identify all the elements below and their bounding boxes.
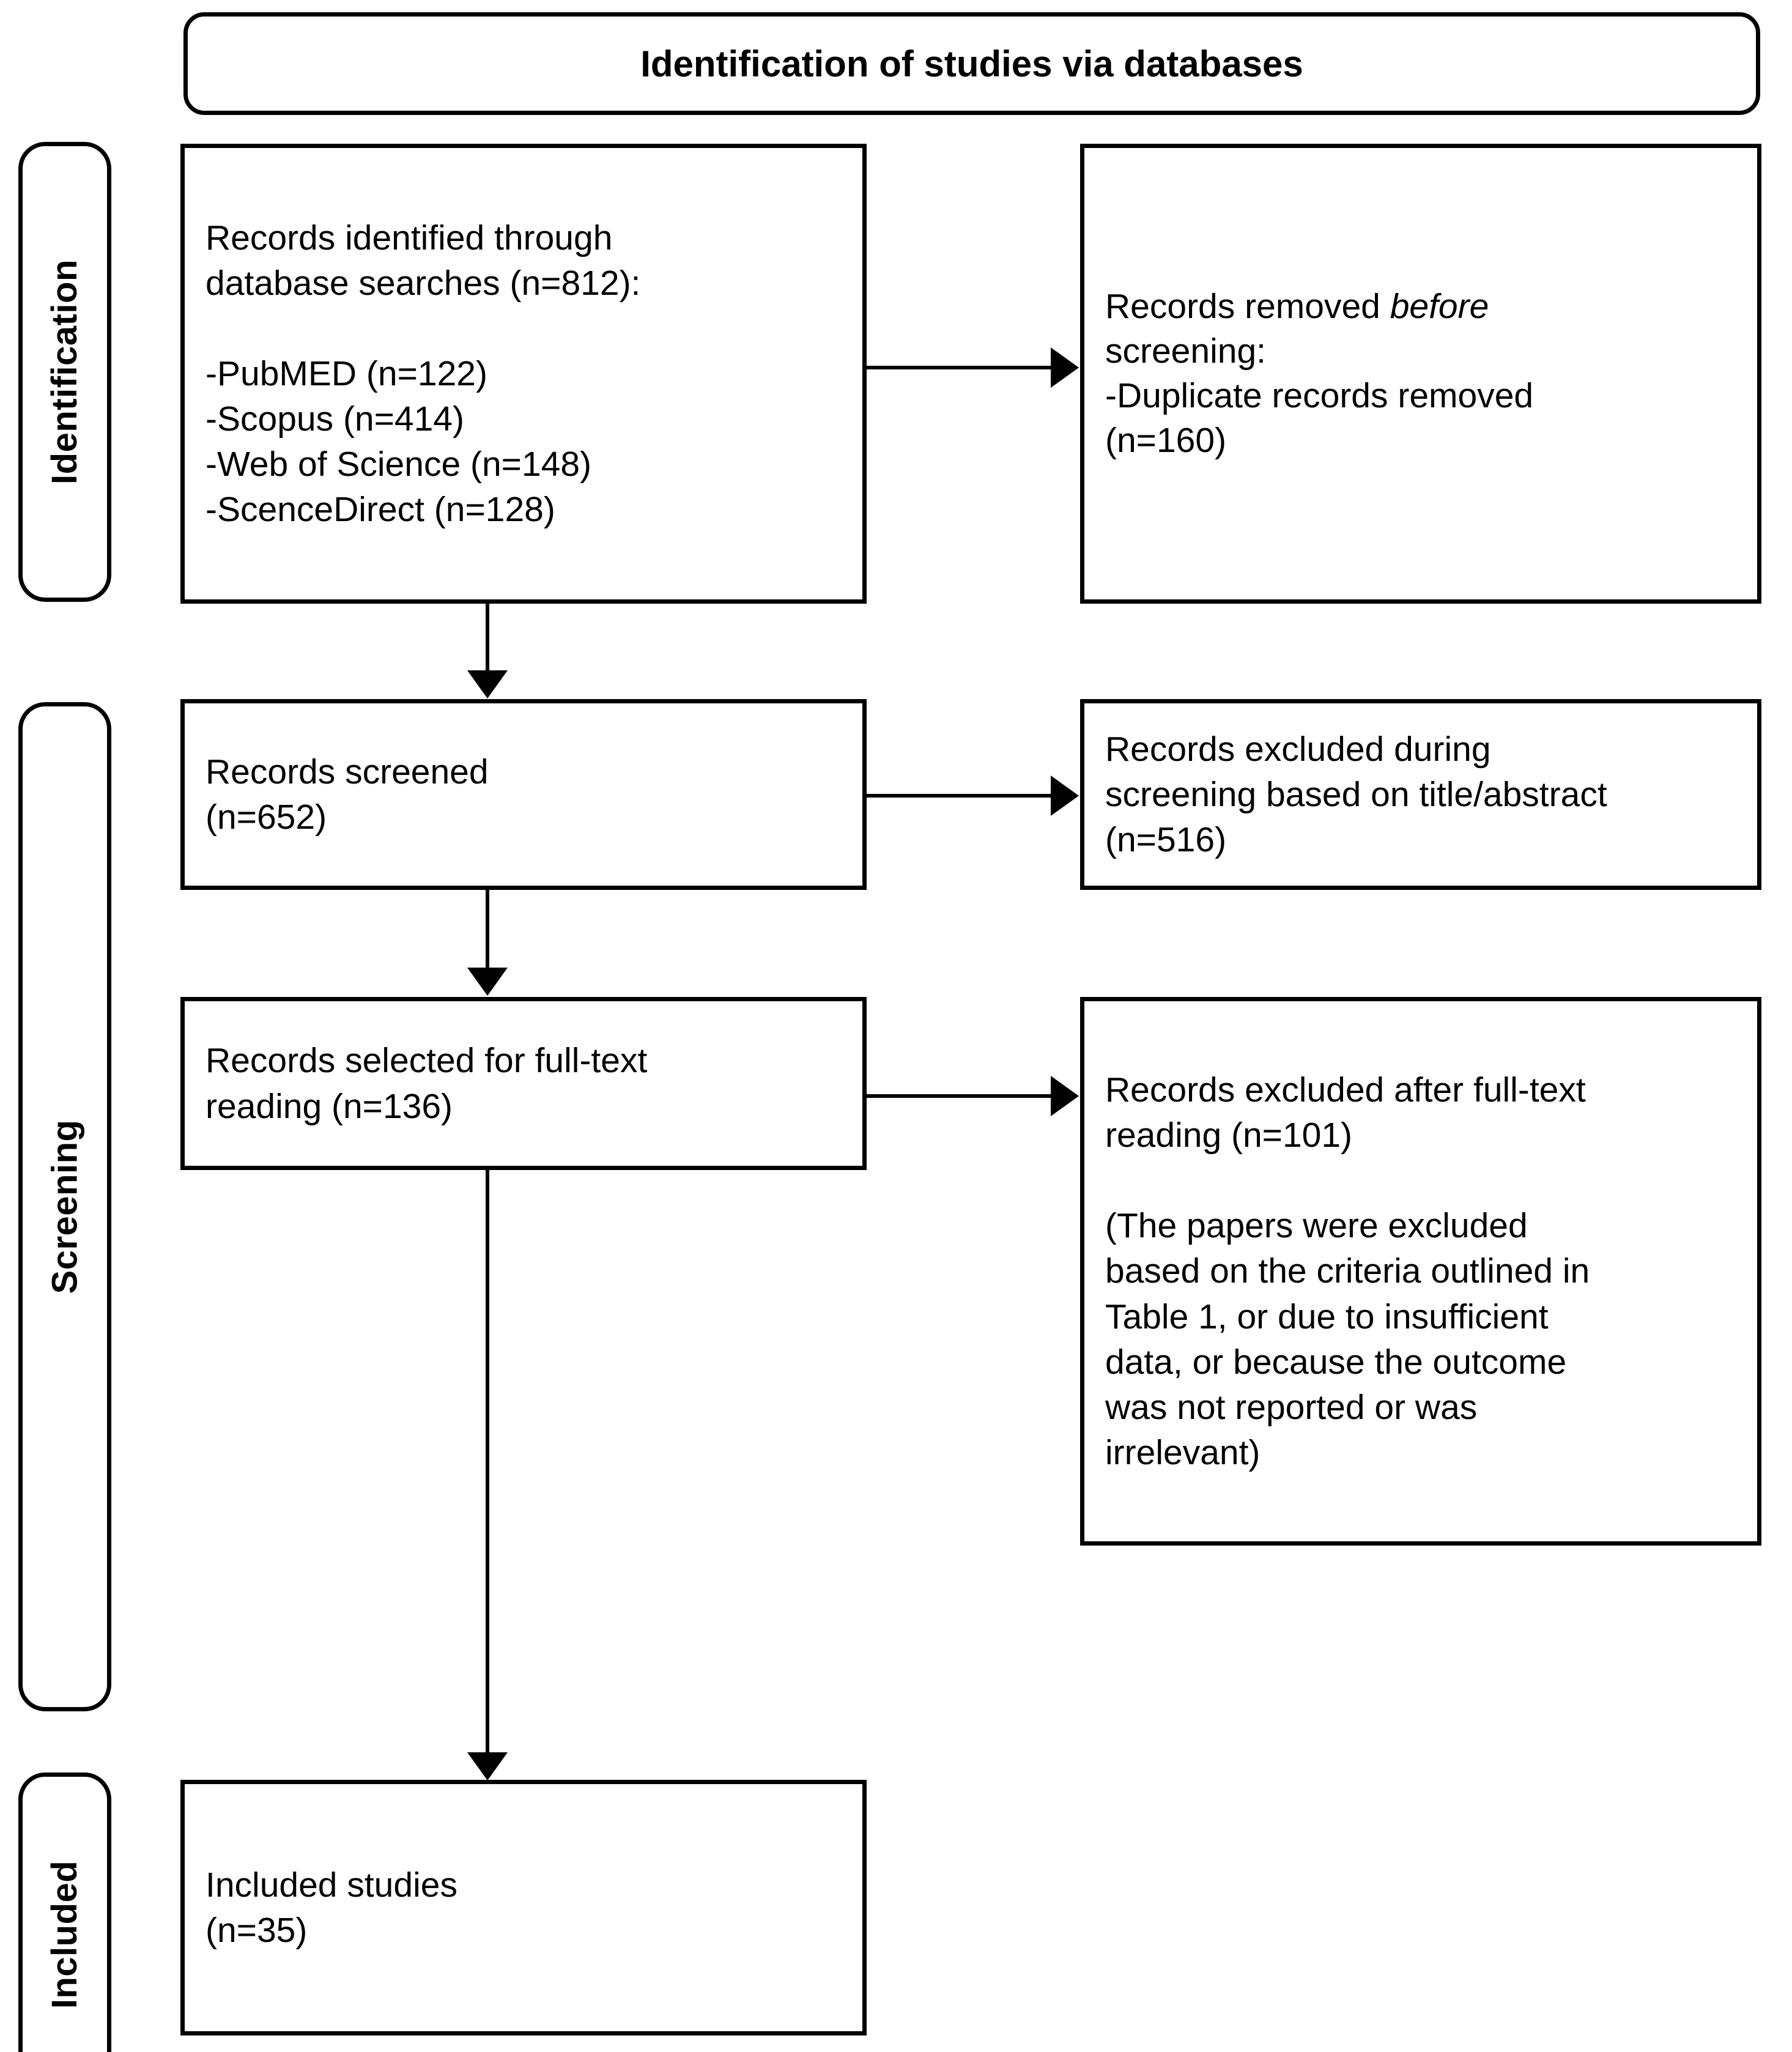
banner-title: Identification of studies via databases [640,43,1303,84]
box-records-screened: Records screened (n=652) [180,699,867,890]
box-included-studies-text: Included studies (n=35) [205,1865,457,1950]
removed-heading-post: screening: [1105,332,1266,371]
box-records-excluded-screening-text: Records excluded during screening based … [1105,729,1607,860]
box-records-identified: Records identified through database sear… [180,144,867,604]
connector-fulltext-to-excluded-arrowhead [1051,1076,1079,1116]
connector-identified-to-removed-line [867,366,1053,369]
stage-label-included: Included [18,1772,111,2052]
stage-label-screening: Screening [18,702,111,1711]
box-records-selected-fulltext-text: Records selected for full-text reading (… [205,1041,648,1126]
stage-label-identification: Identification [18,142,111,602]
box-records-removed-before-screening-text: Records removed before screening: -Dupli… [1105,284,1736,463]
connector-identified-to-screened-arrowhead [467,670,508,698]
box-records-removed-before-screening: Records removed before screening: -Dupli… [1080,144,1761,604]
connector-screened-to-fulltext-line [486,890,489,969]
removed-detail: -Duplicate records removed (n=160) [1105,376,1534,460]
connector-fulltext-to-included-arrowhead [467,1752,508,1780]
stage-label-identification-text: Identification [45,259,85,484]
connector-fulltext-to-excluded-line [867,1094,1053,1098]
removed-heading-pre: Records removed [1105,287,1390,327]
connector-identified-to-removed-arrowhead [1051,347,1079,388]
connector-identified-to-screened-line [486,604,489,672]
connector-screened-to-excluded-arrowhead [1051,776,1079,816]
box-records-identified-text: Records identified through database sear… [205,218,641,530]
box-records-excluded-fulltext: Records excluded after full-text reading… [1080,997,1761,1546]
box-records-excluded-screening: Records excluded during screening based … [1080,699,1761,890]
connector-screened-to-excluded-line [867,794,1053,798]
stage-label-included-text: Included [45,1860,84,2009]
connector-screened-to-fulltext-arrowhead [467,968,508,996]
banner-identification-via-databases: Identification of studies via databases [183,12,1760,115]
removed-heading-emphasis: before [1390,287,1489,327]
connector-fulltext-to-included-line [486,1170,489,1754]
stage-label-screening-text: Screening [45,1119,84,1294]
box-records-excluded-fulltext-text: Records excluded after full-text reading… [1105,1070,1590,1472]
box-included-studies: Included studies (n=35) [180,1780,867,2035]
box-records-screened-text: Records screened (n=652) [205,752,489,837]
box-records-selected-fulltext: Records selected for full-text reading (… [180,997,867,1170]
